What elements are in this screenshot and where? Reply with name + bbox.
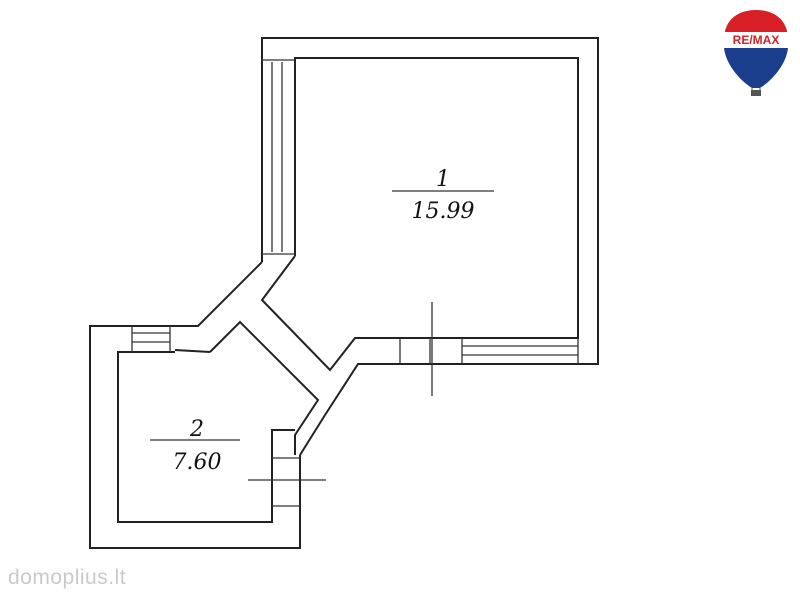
room-2-walls: [89, 325, 301, 549]
hot-air-balloon-icon: [724, 10, 788, 96]
room-1-walls: [261, 37, 599, 365]
door-room-2: [248, 457, 326, 507]
watermark: domoplius.lt: [8, 566, 127, 589]
room-label-2: 2 7.60: [150, 417, 240, 475]
room-2-area: 7.60: [173, 450, 222, 475]
room-2-number: 2: [189, 417, 204, 442]
corridor-walls: [174, 255, 400, 456]
remax-logo: RE/MAX: [724, 10, 788, 96]
room-1-number: 1: [436, 167, 450, 192]
logo-brand: RE/MAX: [733, 33, 780, 47]
door-room-1: [399, 302, 460, 396]
room-label-1: 1 15.99: [392, 167, 494, 224]
room-1-area: 15.99: [412, 199, 475, 224]
